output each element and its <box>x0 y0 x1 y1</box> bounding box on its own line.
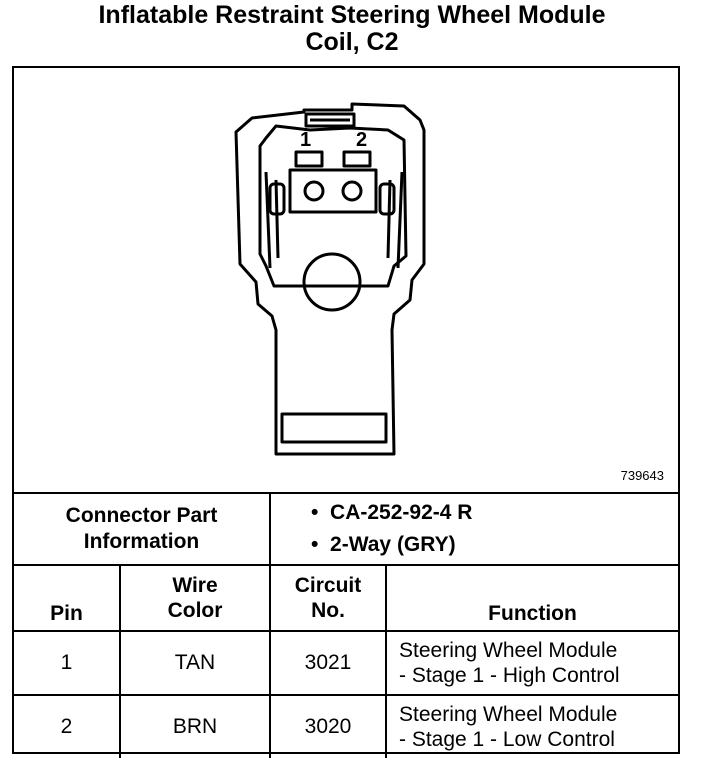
connector-drawing: 1 2 <box>234 102 426 456</box>
connector-part-label: Connector Part Information <box>14 492 271 566</box>
table-header-row: Pin Wire Color Circuit No. Function <box>14 564 679 632</box>
connector-part-item-1: • CA-252-92-4 R <box>311 497 678 529</box>
wire-color-cell: TAN <box>119 630 271 696</box>
pin-cell: 2 <box>14 694 121 758</box>
header-function: Function <box>384 564 679 632</box>
terminal-block <box>288 168 378 214</box>
pin-label-2: 2 <box>356 129 367 151</box>
connector-part-row: Connector Part Information • CA-252-92-4… <box>14 492 679 566</box>
connector-part-item-2: • 2-Way (GRY) <box>311 529 678 561</box>
connector-diagram: 1 2 739643 <box>14 68 678 492</box>
connector-table: Connector Part Information • CA-252-92-4… <box>14 492 679 758</box>
inner-cavity <box>258 124 408 288</box>
terminal-2 <box>342 150 372 168</box>
connector-outline <box>234 102 426 456</box>
mounting-hole <box>302 252 362 312</box>
wire-color-cell: BRN <box>119 694 271 758</box>
circuit-cell: 3021 <box>269 630 387 696</box>
connector-frame: 1 2 739643 Connector Part Information • … <box>12 66 680 758</box>
header-circuit-no: Circuit No. <box>269 564 387 632</box>
pin-label-1: 1 <box>300 129 311 151</box>
connector-label-line-2: Information <box>83 530 200 553</box>
table-row: 2 BRN 3020 Steering Wheel Module - Stage… <box>14 694 679 758</box>
title-line-1: Inflatable Restraint Steering Wheel Modu… <box>98 1 606 29</box>
connector-label-line-1: Connector Part <box>65 504 218 527</box>
latch <box>304 112 356 128</box>
pin-cell: 1 <box>14 630 121 696</box>
terminal-1 <box>294 150 324 168</box>
figure-id: 739643 <box>620 468 664 483</box>
connector-type: 2-Way (GRY) <box>330 533 456 556</box>
bullet: • <box>311 533 319 556</box>
pin-hole-1 <box>303 180 325 202</box>
table-row: 1 TAN 3021 Steering Wheel Module - Stage… <box>14 630 679 696</box>
part-number: CA-252-92-4 R <box>330 501 473 524</box>
header-wire-color: Wire Color <box>119 564 271 632</box>
bullet: • <box>311 501 319 524</box>
left-latch-arm <box>264 171 272 269</box>
function-cell: Steering Wheel Module - Stage 1 - High C… <box>384 630 679 696</box>
title-line-2: Coil, C2 <box>305 28 399 56</box>
function-cell: Steering Wheel Module - Stage 1 - Low Co… <box>384 694 679 758</box>
page-title: Inflatable Restraint Steering Wheel Modu… <box>0 2 704 56</box>
circuit-cell: 3020 <box>269 694 387 758</box>
pin-hole-2 <box>341 180 363 202</box>
label-slot <box>280 412 388 444</box>
connector-part-values: • CA-252-92-4 R • 2-Way (GRY) <box>268 492 679 566</box>
header-pin: Pin <box>14 564 121 632</box>
right-latch-arm <box>396 171 404 269</box>
